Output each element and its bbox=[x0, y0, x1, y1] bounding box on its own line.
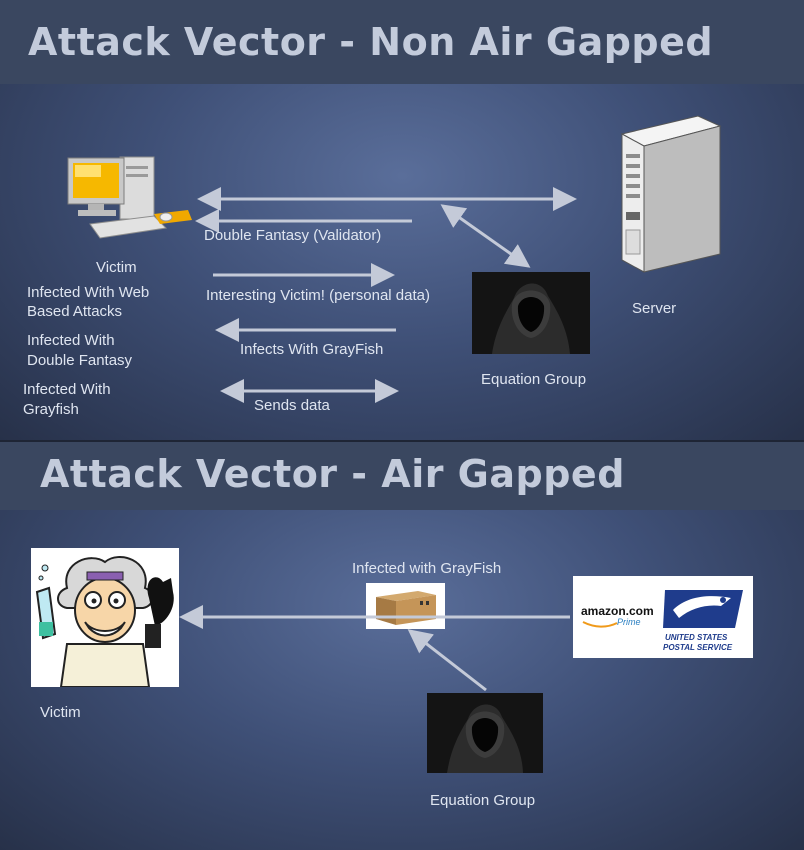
label-infected-gf-2: Grayfish bbox=[23, 401, 79, 418]
label-victim: Victim bbox=[40, 704, 81, 721]
label-infected-df-2: Double Fantasy bbox=[27, 352, 133, 369]
label-double-fantasy: Double Fantasy (Validator) bbox=[204, 227, 382, 244]
slide-title: Attack Vector - Non Air Gapped bbox=[28, 20, 714, 64]
shipping-arrows bbox=[179, 605, 570, 692]
label-infected-df: Infected With bbox=[27, 332, 115, 349]
slide-title: Attack Vector - Air Gapped bbox=[40, 452, 625, 496]
label-equation-group: Equation Group bbox=[430, 792, 536, 809]
label-sends-data: Sends data bbox=[254, 397, 330, 414]
label-infected-grayfish: Infected with GrayFish bbox=[352, 560, 502, 577]
label-infects-grayfish: Infects With GrayFish bbox=[240, 341, 384, 358]
amazon-logo-text: amazon.com bbox=[581, 604, 654, 618]
hooded-hacker-icon bbox=[427, 693, 543, 773]
shipping-logos: amazon.com Prime UNITED STATES POSTAL SE… bbox=[573, 576, 753, 658]
amazon-prime-text: Prime bbox=[617, 617, 641, 627]
label-equation-group: Equation Group bbox=[481, 371, 587, 388]
label-infected-gf: Infected With bbox=[23, 381, 111, 398]
label-victim: Victim bbox=[96, 259, 137, 276]
slide-non-air-gapped: Attack Vector - Non Air Gapped bbox=[0, 0, 804, 440]
label-server: Server bbox=[632, 300, 677, 317]
label-infected-web-2: Based Attacks bbox=[27, 303, 123, 320]
mad-scientist-icon bbox=[31, 548, 179, 687]
usps-text-2: POSTAL SERVICE bbox=[663, 643, 733, 652]
title-bar bbox=[0, 0, 804, 84]
amazon-smile-icon bbox=[582, 621, 618, 628]
label-interesting-victim: Interesting Victim! (personal data) bbox=[206, 287, 430, 304]
desktop-computer-icon bbox=[67, 156, 192, 239]
usps-text-1: UNITED STATES bbox=[665, 633, 728, 642]
label-infected-web: Infected With Web bbox=[27, 284, 150, 301]
connection-arrows bbox=[195, 187, 577, 403]
server-tower-icon bbox=[620, 115, 722, 273]
usps-eagle-icon bbox=[663, 590, 743, 628]
hooded-hacker-icon bbox=[472, 272, 590, 354]
slide-air-gapped: Attack Vector - Air Gapped bbox=[0, 442, 804, 850]
title-bar bbox=[0, 442, 804, 510]
